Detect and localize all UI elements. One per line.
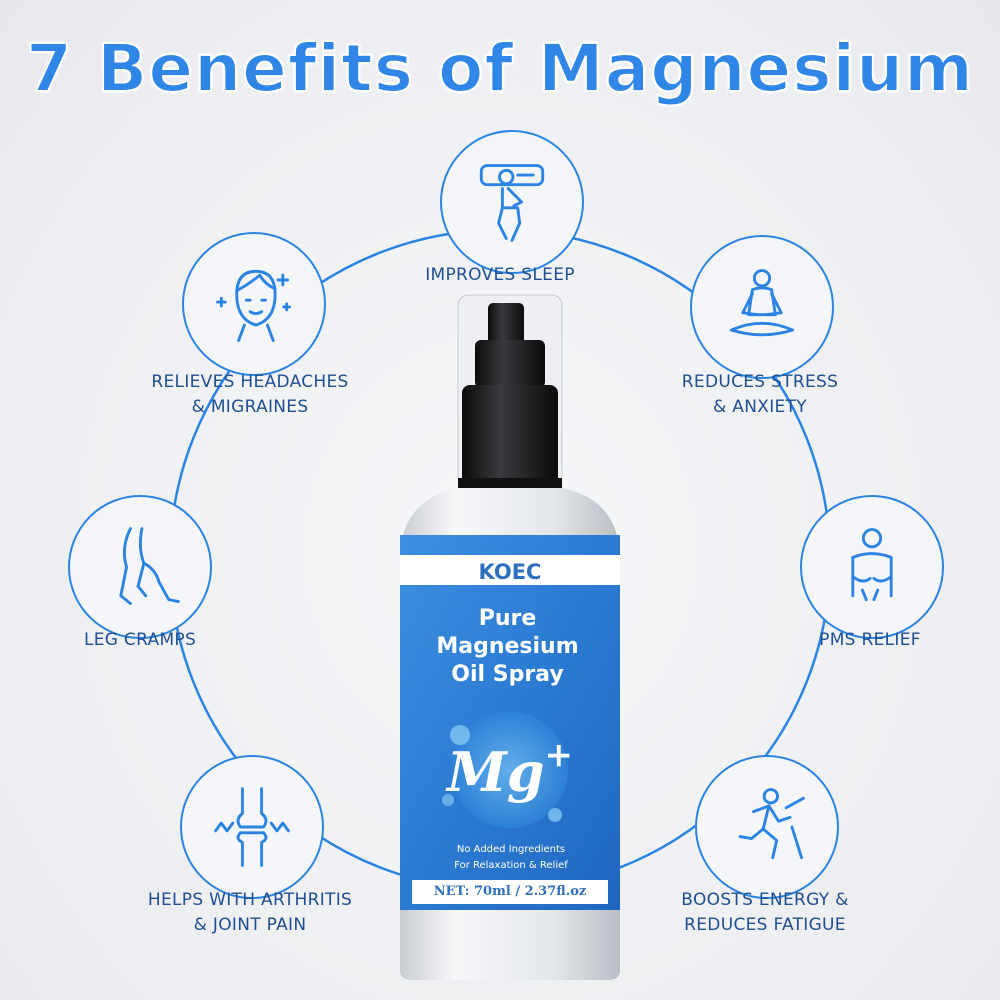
joint-icon-circle — [180, 755, 324, 899]
meditation-icon — [729, 269, 795, 337]
benefit-label-energy: BOOSTS ENERGY & REDUCES FATIGUE — [650, 888, 880, 938]
benefit-label-arthritis-line2: & JOINT PAIN — [193, 915, 307, 935]
benefit-label-headache: RELIEVES HEADACHES & MIGRAINES — [120, 370, 380, 420]
benefit-label-energy-line2: REDUCES FATIGUE — [684, 915, 846, 935]
running-icon-circle — [695, 755, 839, 899]
magnesium-symbol-text: Mg — [446, 740, 545, 804]
benefit-label-headache-line1: RELIEVES HEADACHES — [151, 372, 349, 392]
magnesium-symbol-charge: + — [544, 735, 574, 775]
benefit-label-stress-line1: REDUCES STRESS — [681, 372, 839, 392]
benefit-label-sleep: IMPROVES SLEEP — [380, 263, 620, 288]
benefit-label-headache-line2: & MIGRAINES — [191, 397, 309, 417]
product-brand: KOEC — [478, 560, 542, 584]
benefit-label-stress: REDUCES STRESS & ANXIETY — [650, 370, 870, 420]
benefit-label-sleep-line1: IMPROVES SLEEP — [425, 265, 575, 285]
benefit-label-pms-line1: PMS RELIEF — [819, 630, 921, 650]
face-icon — [216, 269, 291, 342]
product-note-line2: For Relaxation & Relief — [454, 860, 568, 871]
benefit-label-arthritis: HELPS WITH ARTHRITIS & JOINT PAIN — [120, 888, 380, 938]
product-name-line3: Oil Spray — [451, 662, 564, 687]
face-icon-circle — [182, 232, 326, 376]
sleep-icon-circle — [440, 130, 584, 274]
product-note-line1: No Added Ingredients — [456, 844, 566, 855]
benefit-label-pms: PMS RELIEF — [770, 628, 970, 653]
benefit-label-legs: LEG CRAMPS — [40, 628, 240, 653]
product-name-line1: Pure — [478, 606, 537, 631]
sleep-icon — [479, 164, 545, 242]
benefit-label-energy-line1: BOOSTS ENERGY & — [681, 890, 849, 910]
benefit-label-stress-line2: & ANXIETY — [713, 397, 807, 417]
product-note: No Added Ingredients For Relaxation & Re… — [405, 842, 617, 874]
benefit-label-legs-line1: LEG CRAMPS — [83, 630, 197, 650]
joint-icon — [214, 787, 290, 867]
product-net-volume: NET: 70ml / 2.37fl.oz — [433, 884, 587, 899]
product-name-line2: Magnesium — [436, 634, 579, 659]
meditation-icon-circle — [690, 235, 834, 379]
product-name: Pure Magnesium Oil Spray — [395, 605, 620, 689]
abdomen-icon — [851, 528, 893, 602]
legs-icon — [119, 527, 180, 605]
legs-icon-circle — [68, 495, 212, 639]
running-icon — [738, 788, 805, 860]
abdomen-icon-circle — [800, 495, 944, 639]
page-title: 7 Benefits of Magnesium — [25, 29, 974, 108]
benefit-label-arthritis-line1: HELPS WITH ARTHRITIS — [147, 890, 353, 910]
magnesium-symbol: Mg+ — [430, 735, 590, 804]
